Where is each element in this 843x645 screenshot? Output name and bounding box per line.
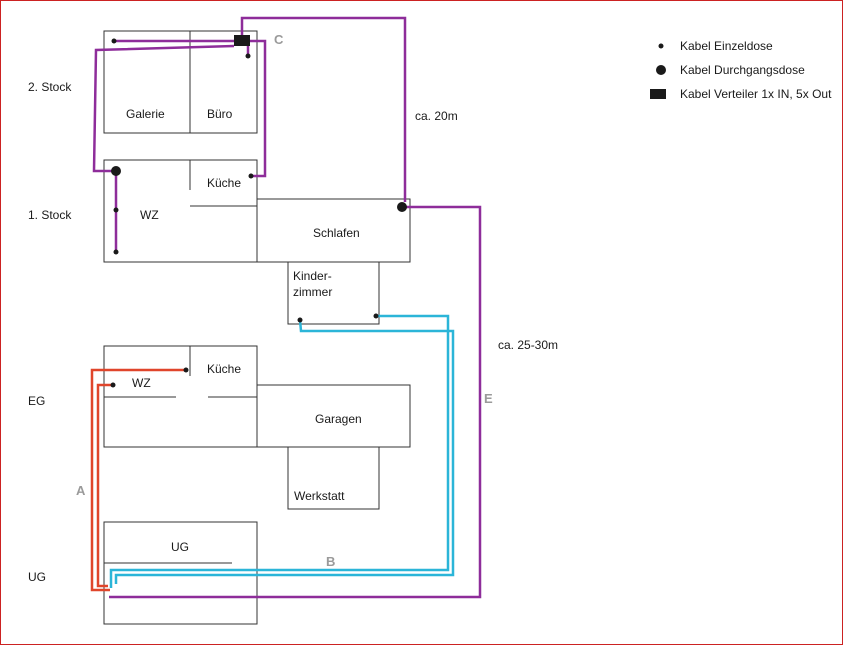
legend: Kabel Einzeldose Kabel Durchgangsdose Ka… (650, 39, 832, 101)
floor-label-1-stock: 1. Stock (28, 208, 72, 222)
through-outlet-schlafen (397, 202, 407, 212)
cable-e-line (109, 205, 482, 599)
outlet-wz-1-mid (113, 207, 119, 213)
legend-single-icon (658, 43, 664, 49)
outlet-kinder-left (297, 317, 303, 323)
room-label-ug: UG (171, 540, 189, 554)
room-2-stock-box (103, 30, 258, 134)
floor-label-ug: UG (28, 570, 46, 584)
outlet-kueche-1 (248, 173, 254, 179)
room-label-schlafen: Schlafen (313, 226, 360, 240)
room-label-galerie: Galerie (126, 107, 165, 121)
room-werkstatt-box (287, 446, 380, 510)
cable-c-run-to-wz-1 (92, 44, 235, 173)
cable-splitter-c (234, 35, 250, 46)
outlet-kueche-eg (183, 367, 189, 373)
outlet-wz-1-bottom (113, 249, 119, 255)
room-label-kueche-eg: Küche (207, 362, 241, 376)
room-label-wz-eg: WZ (132, 376, 151, 390)
room-label-werkstatt: Werkstatt (294, 489, 345, 503)
outlet-kinder-right (373, 313, 379, 319)
cable-b-run-inner (114, 319, 455, 584)
legend-splitter-label: Kabel Verteiler 1x IN, 5x Out (680, 87, 832, 101)
cable-a-run-to-kueche-eg (90, 368, 185, 592)
room-label-garagen: Garagen (315, 412, 362, 426)
cable-b-lines (109, 314, 455, 588)
outlet-galerie (111, 38, 117, 44)
outlet-wz-eg (110, 382, 116, 388)
legend-through-icon (656, 65, 666, 75)
cable-label-c: C (274, 32, 284, 47)
room-ug-box (103, 521, 258, 625)
through-outlet-wz-1 (111, 166, 121, 176)
outlets-single (110, 38, 379, 388)
cable-length-c: ca. 20m (415, 109, 458, 123)
room-label-buero: Büro (207, 107, 233, 121)
room-label-kinder-2: zimmer (293, 285, 332, 299)
cable-label-a: A (76, 483, 86, 498)
cable-a-run-to-wz-eg (96, 383, 112, 588)
rooms (103, 30, 411, 625)
cable-b-run-outer (109, 314, 450, 588)
legend-through-label: Kabel Durchgangsdose (680, 63, 805, 77)
legend-splitter-icon (650, 89, 666, 99)
cable-label-e: E (484, 391, 493, 406)
cable-length-e: ca. 25-30m (498, 338, 558, 352)
cable-c-run-to-schlafen (240, 16, 407, 202)
legend-single-label: Kabel Einzeldose (680, 39, 773, 53)
floor-label-eg: EG (28, 394, 45, 408)
floor-label-2-stock: 2. Stock (28, 80, 72, 94)
outlet-buero (245, 53, 251, 59)
room-label-wz-1: WZ (140, 208, 159, 222)
room-label-kueche-1: Küche (207, 176, 241, 190)
room-kinderzimmer-box (287, 261, 380, 325)
cable-c-run-to-kueche-1 (250, 39, 267, 178)
cable-label-b: B (326, 554, 335, 569)
room-label-kinder-1: Kinder- (293, 269, 332, 283)
cable-a-lines (90, 368, 185, 592)
